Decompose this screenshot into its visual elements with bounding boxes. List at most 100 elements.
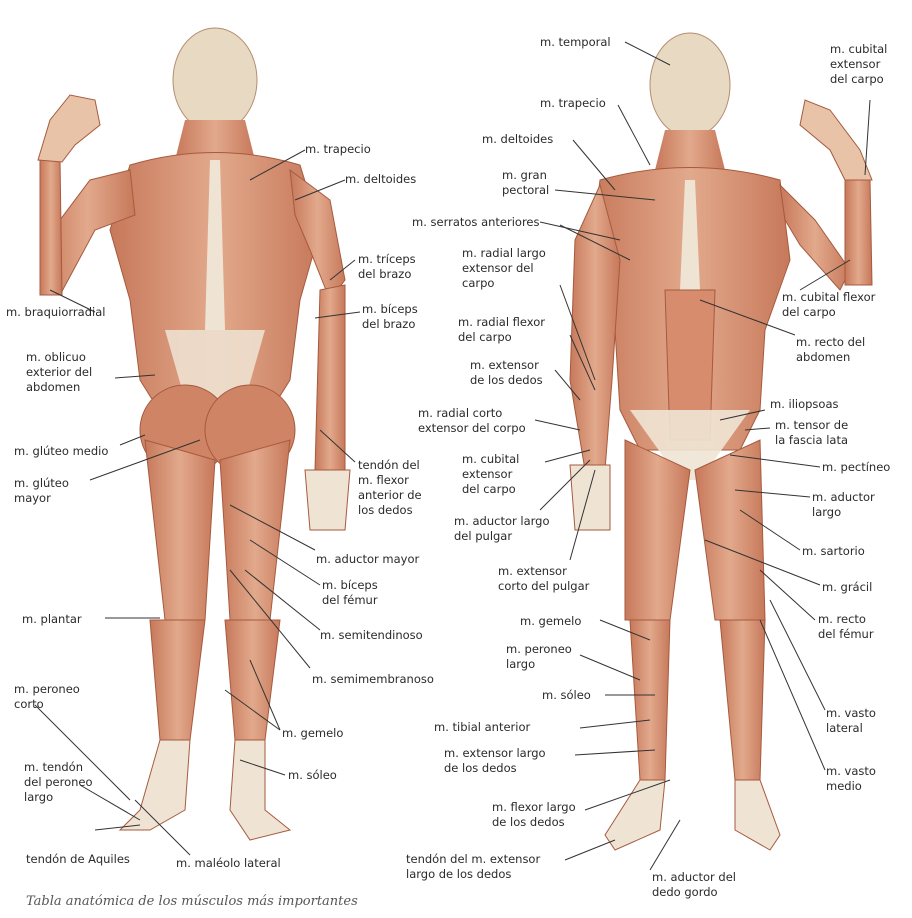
label-f-peroneo-largo-l2: largo [506, 657, 572, 672]
label-f-vasto-lateral-l1: m. vasto [826, 706, 876, 721]
label-f-radial-largo: m. radial largo extensor del carpo [462, 246, 546, 291]
label-f-pectineo: m. pectíneo [822, 460, 890, 475]
label-f-flexor-largo-l2: de los dedos [492, 815, 576, 830]
label-f-peroneo-largo: m. peroneo largo [506, 642, 572, 672]
label-b-tendon-flexor-l1: tendón del [358, 458, 422, 473]
label-f-cubital-ext-l3: del carpo [830, 72, 887, 87]
label-b-soleo: m. sóleo [288, 768, 337, 783]
back-left-ankle [120, 740, 190, 830]
label-b-biceps-l1: m. bíceps [362, 302, 418, 317]
label-f-vasto-medio-l2: medio [826, 779, 876, 794]
label-f-extensor-dedos-l2: de los dedos [470, 373, 543, 388]
label-f-radial-corto-l1: m. radial corto [418, 406, 526, 421]
label-f-vasto-medio-l1: m. vasto [826, 764, 876, 779]
label-b-oblicuo-l3: abdomen [26, 380, 92, 395]
label-f-radial-flexor-l1: m. radial flexor [458, 315, 545, 330]
label-f-radial-largo-l3: carpo [462, 276, 546, 291]
label-f-recto-femur-l1: m. recto [818, 612, 874, 627]
label-f-trapecio: m. trapecio [540, 96, 606, 111]
label-f-tibial: m. tibial anterior [434, 720, 530, 735]
label-f-recto-abd: m. recto del abdomen [796, 335, 865, 365]
label-b-trapecio: m. trapecio [305, 142, 371, 157]
label-f-ext-corto-pulgar: m. extensor corto del pulgar [498, 564, 589, 594]
label-f-cubital-ext2-l1: m. cubital [462, 452, 519, 467]
label-b-braquiorradial: m. braquiorradial [6, 305, 105, 320]
label-f-aductor-pulgar: m. aductor largo del pulgar [454, 514, 550, 544]
label-f-aductor-pulgar-l1: m. aductor largo [454, 514, 550, 529]
label-b-gluteo-mayor-l2: mayor [14, 491, 69, 506]
label-f-aductor-largo: m. aductor largo [812, 490, 875, 520]
label-f-peroneo-largo-l1: m. peroneo [506, 642, 572, 657]
label-f-radial-flexor-l2: del carpo [458, 330, 545, 345]
label-f-vasto-medio: m. vasto medio [826, 764, 876, 794]
back-head [173, 28, 257, 132]
label-f-radial-corto: m. radial corto extensor del corpo [418, 406, 526, 436]
label-f-recto-abd-l1: m. recto del [796, 335, 865, 350]
label-b-biceps-femur: m. bíceps del fémur [322, 578, 378, 608]
label-b-biceps-femur-l2: del fémur [322, 593, 378, 608]
label-f-tendon-ext: tendón del m. extensor largo de los dedo… [406, 852, 540, 882]
label-f-recto-femur-l2: del fémur [818, 627, 874, 642]
label-f-ext-corto-pulgar-l1: m. extensor [498, 564, 589, 579]
front-right-hand [570, 465, 610, 530]
back-right-ankle [230, 740, 290, 840]
back-right-forearm [315, 285, 345, 470]
label-b-tendon-peroneo: m. tendón del peroneo largo [24, 760, 93, 805]
label-b-tendon-flexor-l4: los dedos [358, 503, 422, 518]
front-left-shin [720, 620, 765, 780]
label-b-peroneo-corto-l1: m. peroneo [14, 682, 80, 697]
front-neck [655, 130, 725, 170]
label-f-extensor-dedos: m. extensor de los dedos [470, 358, 543, 388]
label-f-aductor-dedo: m. aductor del dedo gordo [652, 870, 736, 900]
label-f-vasto-lateral-l2: lateral [826, 721, 876, 736]
front-left-thigh [695, 440, 765, 620]
label-f-gran-pectoral-l1: m. gran [502, 168, 549, 183]
label-f-aductor-pulgar-l2: del pulgar [454, 529, 550, 544]
front-left-forearm [845, 180, 872, 285]
label-f-recto-abd-l2: abdomen [796, 350, 865, 365]
label-b-biceps-femur-l1: m. bíceps [322, 578, 378, 593]
label-f-ext-largo-dedos: m. extensor largo de los dedos [444, 746, 546, 776]
label-b-tendon-aquiles: tendón de Aquiles [26, 852, 130, 867]
label-f-cubital-ext2-l2: extensor [462, 467, 519, 482]
label-f-aductor-dedo-l1: m. aductor del [652, 870, 736, 885]
label-b-biceps: m. bíceps del brazo [362, 302, 418, 332]
label-f-serratos: m. serratos anteriores [412, 215, 540, 230]
back-right-thigh [220, 440, 290, 620]
label-f-soleo: m. sóleo [542, 688, 591, 703]
front-left-upper-arm [780, 185, 850, 290]
label-b-gluteo-medio: m. glúteo medio [14, 444, 108, 459]
label-f-tendon-ext-l2: largo de los dedos [406, 867, 540, 882]
label-b-maleolo: m. maléolo lateral [176, 856, 281, 871]
label-b-semitendinoso: m. semitendinoso [320, 628, 423, 643]
label-b-triceps-l1: m. tríceps [358, 252, 416, 267]
label-f-cubital-flexor: m. cubital flexor del carpo [782, 290, 875, 320]
label-b-triceps-l2: del brazo [358, 267, 416, 282]
label-b-gemelo: m. gemelo [282, 726, 343, 741]
label-f-aductor-largo-l2: largo [812, 505, 875, 520]
label-f-cubital-ext2: m. cubital extensor del carpo [462, 452, 519, 497]
label-f-gran-pectoral: m. gran pectoral [502, 168, 549, 198]
label-f-cubital-flexor-l1: m. cubital flexor [782, 290, 875, 305]
label-b-tendon-flexor-l2: m. flexor [358, 473, 422, 488]
figure-caption: Tabla anatómica de los músculos más impo… [26, 894, 358, 909]
label-b-biceps-l2: del brazo [362, 317, 418, 332]
front-right-foot [605, 780, 665, 850]
back-left-hand [38, 95, 100, 162]
label-b-tendon-flexor: tendón del m. flexor anterior de los ded… [358, 458, 422, 518]
label-f-radial-largo-l1: m. radial largo [462, 246, 546, 261]
label-f-temporal: m. temporal [540, 35, 611, 50]
back-right-calf [225, 620, 280, 740]
label-f-cubital-flexor-l2: del carpo [782, 305, 875, 320]
label-b-gluteo-mayor-l1: m. glúteo [14, 476, 69, 491]
label-b-peroneo-corto: m. peroneo corto [14, 682, 80, 712]
label-f-tensor-l2: la fascia lata [775, 433, 848, 448]
label-f-flexor-largo-l1: m. flexor largo [492, 800, 576, 815]
label-b-tendon-peroneo-l3: largo [24, 790, 93, 805]
label-b-plantar: m. plantar [22, 612, 82, 627]
label-f-gemelo: m. gemelo [520, 614, 581, 629]
label-f-tendon-ext-l1: tendón del m. extensor [406, 852, 540, 867]
back-figure [38, 28, 350, 840]
front-head [650, 33, 730, 137]
label-b-triceps: m. tríceps del brazo [358, 252, 416, 282]
